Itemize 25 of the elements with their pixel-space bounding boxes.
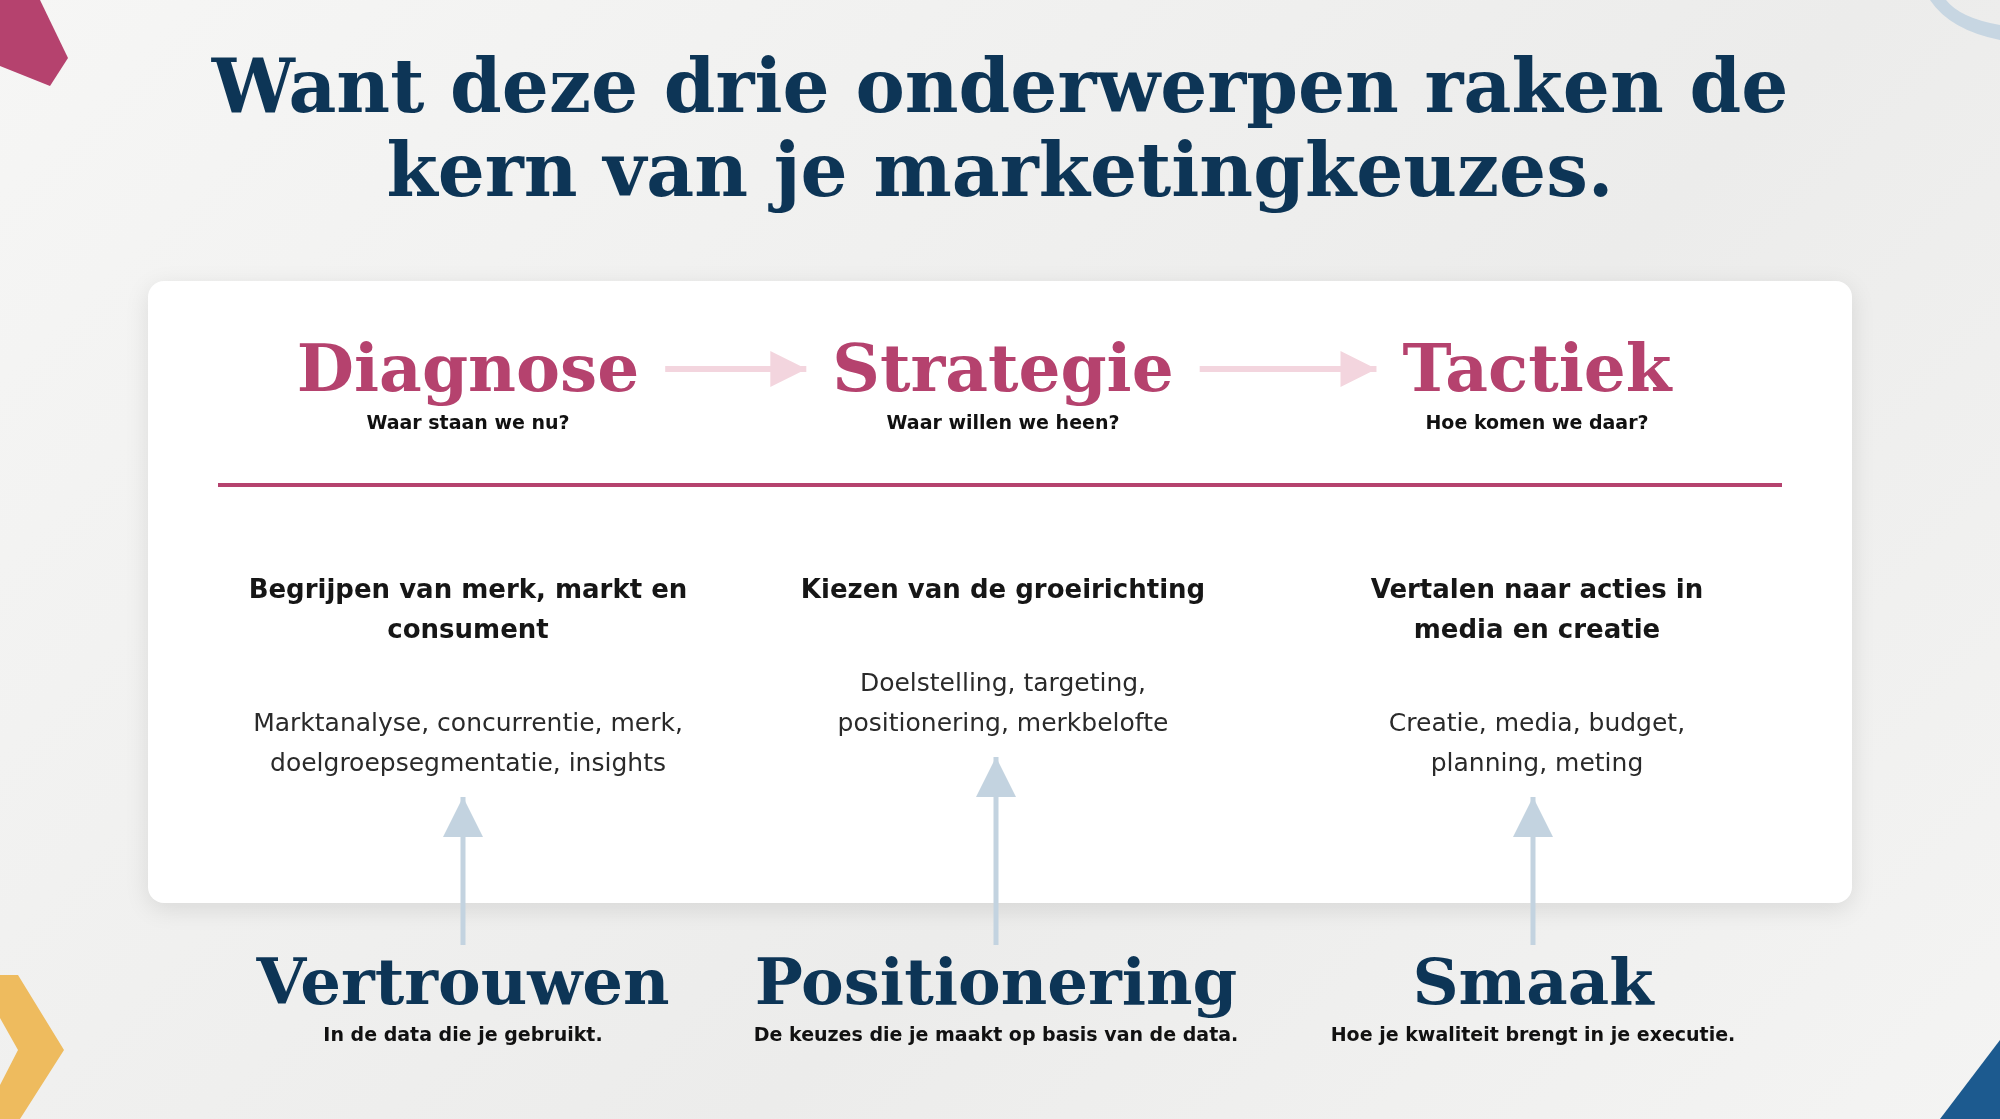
pillar-heading: Vertrouwen — [256, 945, 670, 1019]
arrow — [443, 797, 483, 945]
stage-description: Begrijpen van merk, markt en consument — [247, 573, 689, 646]
stage-description: Kiezen van de groeirichting — [799, 573, 1207, 606]
pillar-description: Hoe je kwaliteit brengt in je executie. — [1330, 1022, 1736, 1045]
pillar-description: In de data die je gebruikt. — [322, 1022, 604, 1045]
stage-heading: Strategie — [832, 331, 1174, 407]
pillar-heading: Positionering — [753, 945, 1239, 1019]
stage-description: Vertalen naar acties in media en creatie — [1369, 573, 1705, 646]
stage-question: Waar willen we heen? — [885, 410, 1121, 433]
stage-heading: Diagnose — [296, 331, 640, 407]
stage-question: Hoe komen we daar? — [1424, 410, 1650, 433]
pillar-description: De keuzes die je maakt op basis van de data. — [753, 1022, 1239, 1045]
stage-topics: Creatie, media, budget, planning, meting — [1387, 707, 1687, 779]
arrow — [665, 351, 807, 387]
stage-topics: Marktanalyse, concurrentie, merk, doelgroepsegmentatie, insights — [252, 707, 684, 779]
stage-heading: Tactiek — [1402, 331, 1672, 407]
stage-topics: Doelstelling, targeting, positionering, merkbelofte — [836, 667, 1170, 739]
arrow — [1199, 351, 1377, 387]
title: Want deze drie onderwerpen raken de kern van je marketingkeuzes. — [210, 44, 1790, 212]
arrow — [976, 757, 1016, 945]
card-background — [148, 281, 1852, 903]
pillar-heading: Smaak — [1411, 945, 1656, 1019]
stage-question: Waar staan we nu? — [365, 410, 571, 433]
arrow — [1513, 797, 1553, 945]
